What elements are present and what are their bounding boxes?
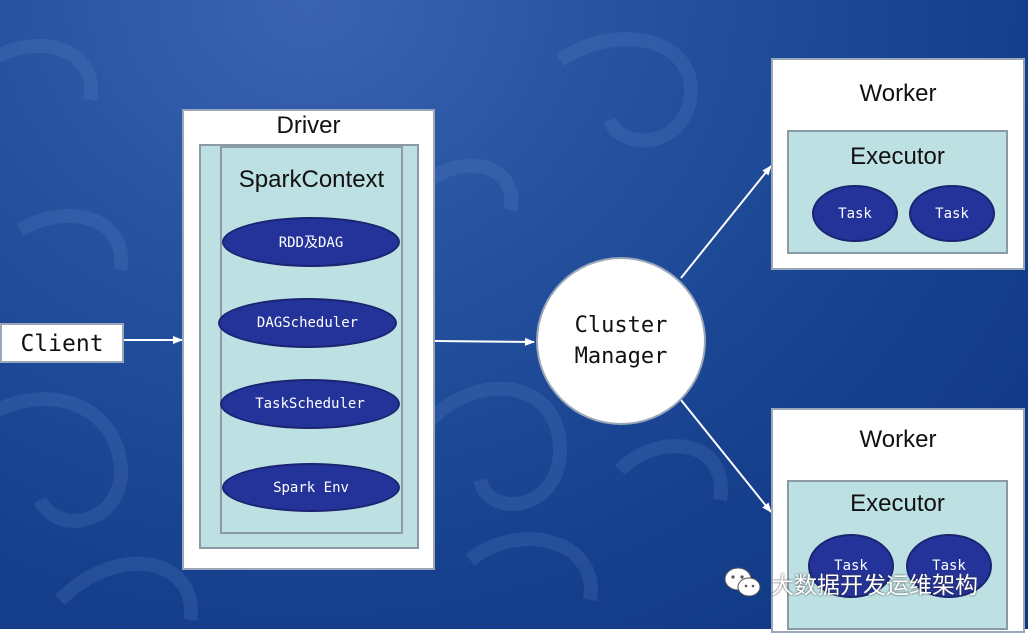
driver-title: Driver: [276, 112, 341, 139]
rdd-dag-oval: RDD及DAG: [222, 217, 400, 267]
dag-scheduler-oval: DAGScheduler: [218, 298, 397, 348]
task-oval-1-2: Task: [909, 185, 995, 242]
spark-context-title: SparkContext: [238, 166, 385, 193]
task-scheduler-oval: TaskScheduler: [220, 379, 400, 429]
watermark-text: 大数据开发运维架构: [771, 573, 978, 599]
cluster-manager-label: Cluster Manager: [574, 313, 668, 369]
watermark: 大数据开发运维架构: [723, 566, 978, 600]
arrow-cluster-to-worker-2: [680, 399, 772, 513]
cluster-manager-circle: Cluster Manager: [536, 257, 706, 425]
arrow-driver-to-cluster: [434, 337, 535, 346]
executor-title-1: Executor: [850, 143, 945, 170]
arrow-cluster-to-worker-1: [680, 165, 772, 279]
task-oval-1-1: Task: [812, 185, 898, 242]
spark-env-oval: Spark Env: [222, 463, 400, 512]
client-label: Client: [20, 331, 104, 357]
task-oval-2-1: Task: [808, 534, 894, 598]
worker-title-2: Worker: [859, 426, 937, 453]
task-oval-2-2: Task: [906, 534, 992, 598]
executor-title-2: Executor: [850, 490, 945, 517]
worker-title-1: Worker: [859, 80, 937, 107]
wechat-icon: [724, 567, 761, 597]
client-box: Client: [0, 323, 124, 363]
